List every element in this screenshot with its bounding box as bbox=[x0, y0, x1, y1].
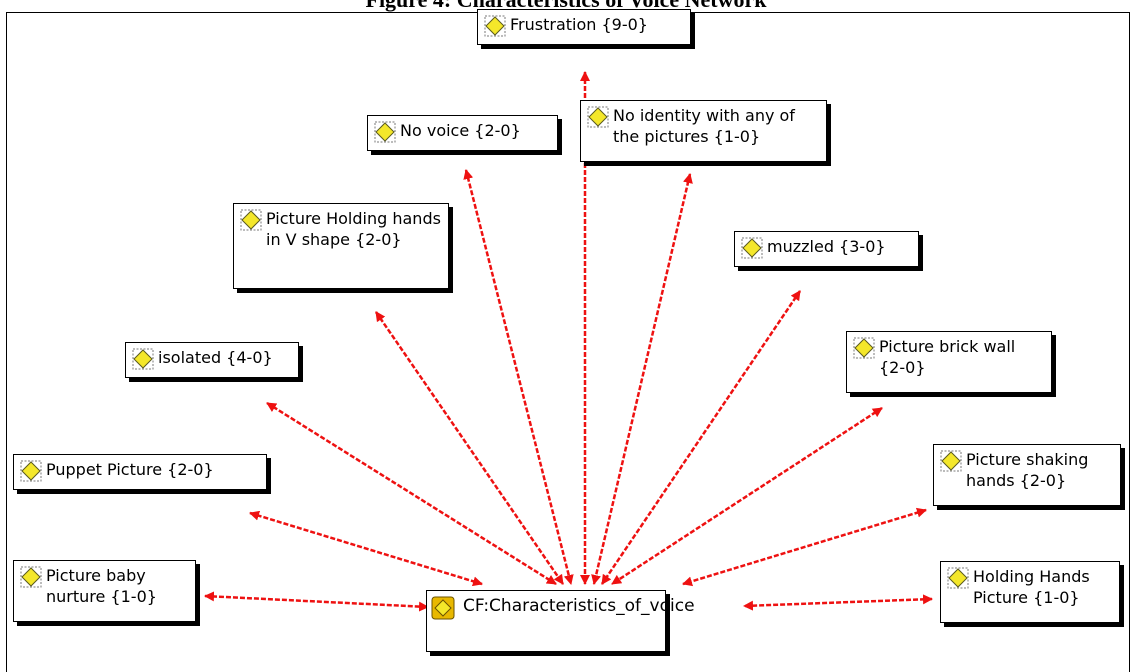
quotation-diamond-icon bbox=[587, 106, 609, 128]
quotation-diamond-icon bbox=[940, 450, 962, 472]
quotation-diamond-icon bbox=[947, 567, 969, 589]
node-label: Picture Holding hands in V shape {2-0} bbox=[266, 209, 441, 249]
node-shaking-hands[interactable]: Picture shaking hands {2-0} bbox=[933, 444, 1121, 506]
link-holding-hands bbox=[743, 594, 933, 611]
node-no-voice[interactable]: No voice {2-0} bbox=[367, 115, 558, 151]
quotation-diamond-icon bbox=[853, 337, 875, 359]
link-shaking-hands bbox=[682, 507, 927, 587]
link-muzzled bbox=[600, 290, 802, 585]
quotation-diamond-icon bbox=[741, 237, 763, 259]
link-no-voice bbox=[463, 169, 574, 585]
quotation-diamond-icon bbox=[484, 15, 506, 37]
node-label: Puppet Picture {2-0} bbox=[46, 460, 214, 479]
code-family-icon bbox=[431, 596, 455, 620]
node-label: Picture baby nurture {1-0} bbox=[46, 566, 157, 606]
quotation-diamond-icon bbox=[240, 209, 262, 231]
node-frustration[interactable]: Frustration {9-0} bbox=[477, 9, 691, 45]
link-no-identity bbox=[591, 173, 693, 585]
node-baby-nurture[interactable]: Picture baby nurture {1-0} bbox=[13, 560, 196, 622]
node-puppet[interactable]: Puppet Picture {2-0} bbox=[13, 454, 267, 490]
link-isolated bbox=[266, 401, 557, 586]
node-label: Picture shaking hands {2-0} bbox=[966, 450, 1089, 490]
node-no-identity[interactable]: No identity with any of the pictures {1-… bbox=[580, 100, 827, 162]
link-baby-nurture bbox=[204, 591, 429, 612]
node-label: CF:Characteristics_of_voice bbox=[463, 596, 695, 616]
node-label: Frustration {9-0} bbox=[510, 15, 648, 34]
node-label: Picture brick wall {2-0} bbox=[879, 337, 1016, 377]
node-label: No identity with any of the pictures {1-… bbox=[613, 106, 795, 146]
node-label: muzzled {3-0} bbox=[767, 237, 886, 256]
node-label: isolated {4-0} bbox=[158, 348, 273, 367]
node-muzzled[interactable]: muzzled {3-0} bbox=[734, 231, 919, 267]
quotation-diamond-icon bbox=[374, 121, 396, 143]
node-label: No voice {2-0} bbox=[400, 121, 521, 140]
link-brick-wall bbox=[611, 406, 883, 586]
quotation-diamond-icon bbox=[20, 566, 42, 588]
quotation-diamond-icon bbox=[20, 460, 42, 482]
link-puppet bbox=[249, 510, 483, 587]
link-holding-v bbox=[374, 311, 565, 585]
figure-caption: Figure 4: Characteristics of Voice Netwo… bbox=[0, 0, 1132, 12]
node-label: Holding Hands Picture {1-0} bbox=[973, 567, 1090, 607]
node-isolated[interactable]: isolated {4-0} bbox=[125, 342, 299, 378]
node-holding-v-shape[interactable]: Picture Holding hands in V shape {2-0} bbox=[233, 203, 449, 289]
node-brick-wall[interactable]: Picture brick wall {2-0} bbox=[846, 331, 1052, 393]
node-characteristics-of-voice[interactable]: CF:Characteristics_of_voice bbox=[426, 590, 695, 652]
quotation-diamond-icon bbox=[132, 348, 154, 370]
node-holding-hands[interactable]: Holding Hands Picture {1-0} bbox=[940, 561, 1120, 623]
